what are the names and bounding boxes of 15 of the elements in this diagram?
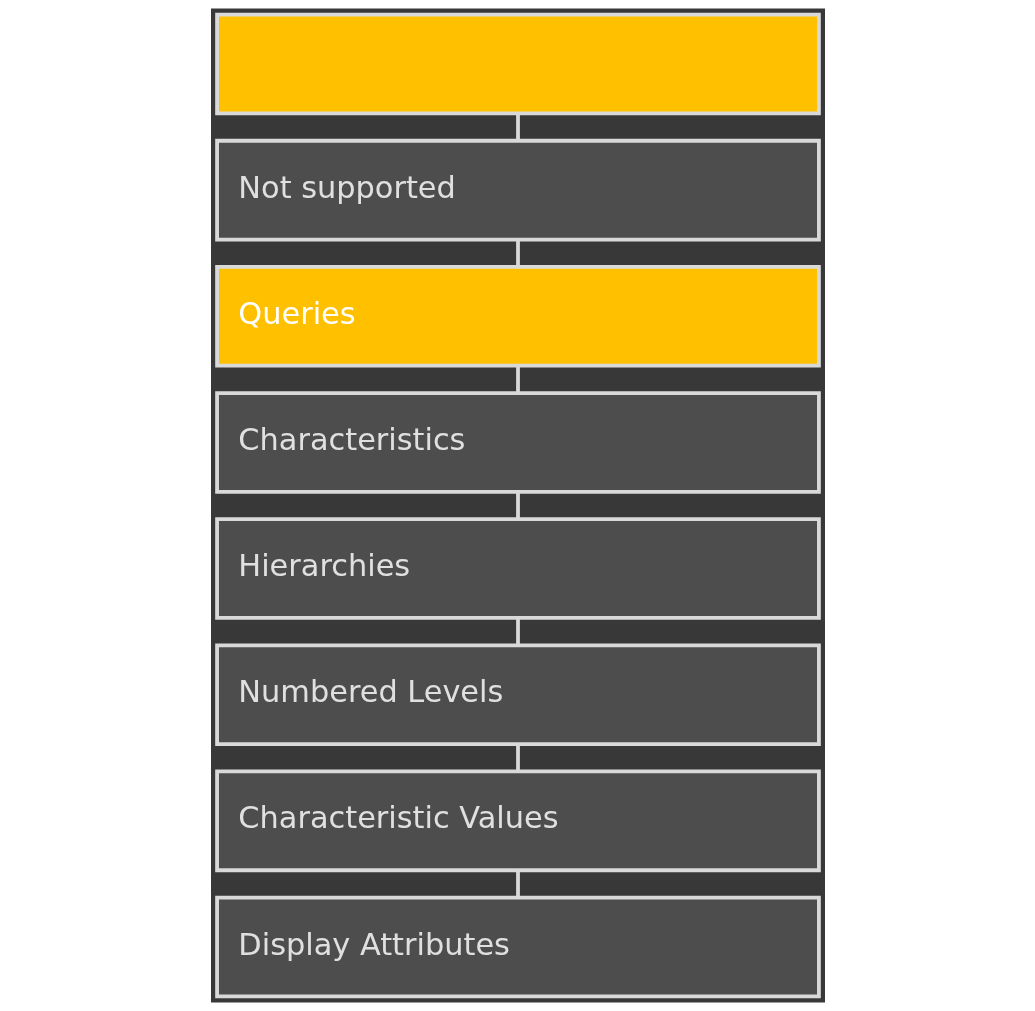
node-box: Characteristic Values (214, 769, 821, 873)
node-box: Characteristics (214, 391, 821, 494)
node-box: Hierarchies (214, 517, 821, 620)
connector (515, 744, 520, 772)
connector (515, 366, 520, 393)
node-box: Not supported (214, 138, 821, 242)
connector (515, 618, 520, 646)
node-box: Queries (214, 265, 821, 368)
connector (515, 492, 520, 520)
node-box: Display Attributes (214, 895, 821, 999)
connector (515, 240, 520, 267)
connector (515, 113, 520, 141)
node-box: Numbered Levels (214, 643, 821, 746)
node-box (214, 12, 821, 116)
connector (515, 870, 520, 898)
